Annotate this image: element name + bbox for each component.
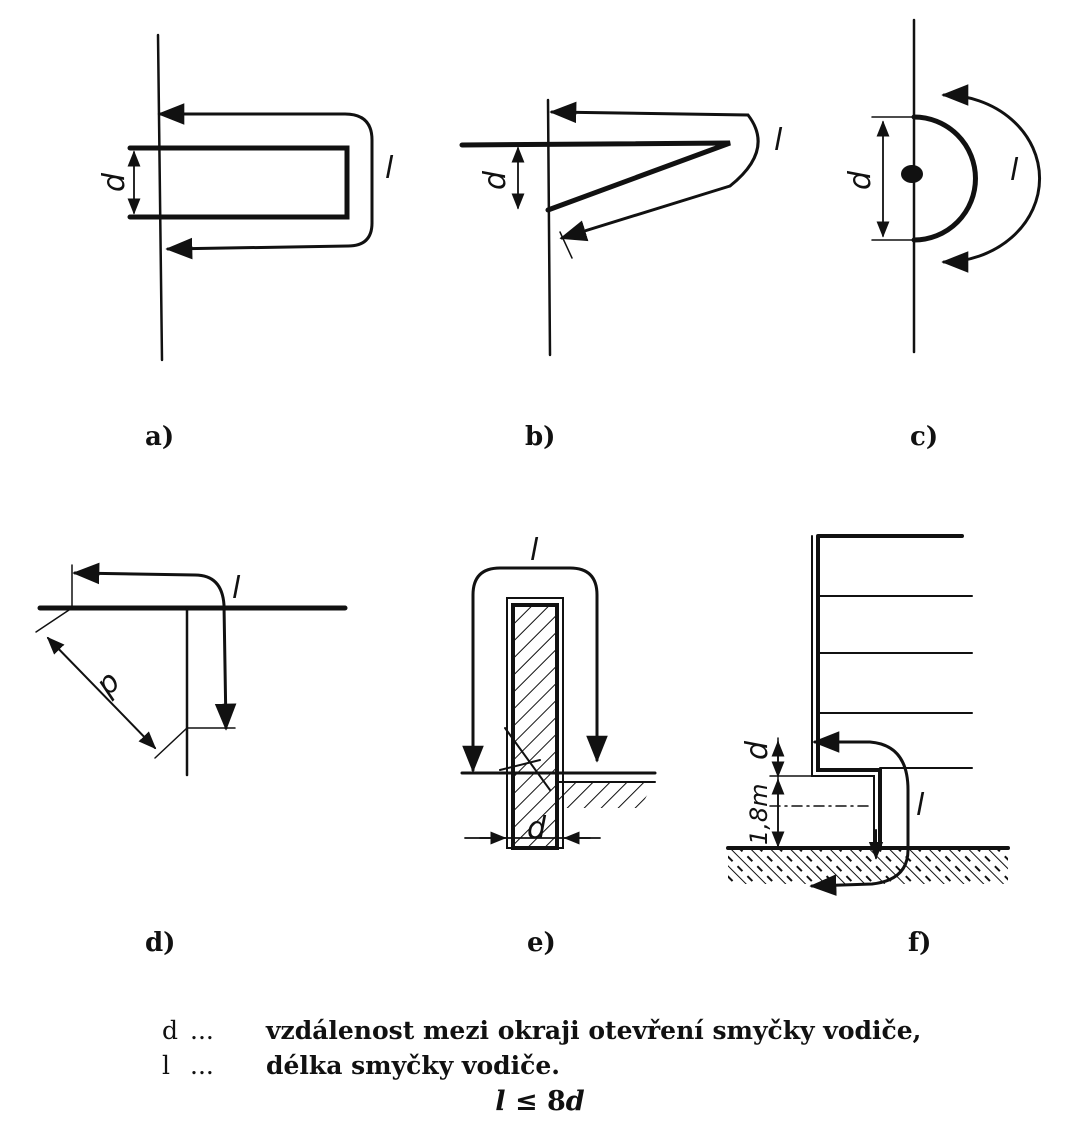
panel-e-hatched-ground [557, 782, 650, 808]
panel-b-wall [546, 98, 552, 357]
panel-d-dim-line [46, 636, 157, 750]
panel-b-wire-tail [559, 231, 573, 259]
panel-d-l-label: l [232, 571, 241, 606]
panel-e-d-label: d [527, 811, 547, 846]
legend-dots: ... [190, 1016, 214, 1045]
panel-a-drawing [127, 33, 374, 362]
legend-text: délka smyčky vodiče. [266, 1051, 560, 1080]
panel-b-loop-path-lower [559, 184, 732, 242]
caption-f: f) [908, 928, 932, 958]
panel-b-wedge [459, 140, 731, 213]
panel-c-drawing [871, 18, 1041, 354]
legend-symbol: d [162, 1016, 179, 1045]
legend-text: vzdálenost mezi okraji otevření smyčky v… [266, 1016, 922, 1045]
panel-b-l-label: l [774, 123, 783, 158]
panel-f-d-label: d [740, 740, 775, 760]
panel-a-loop-path [157, 103, 374, 225]
panel-d-d-label: d [90, 666, 129, 705]
formula-lhs: l [495, 1086, 506, 1117]
panel-f-loop-path [809, 740, 910, 896]
panel-b-drawing [459, 98, 760, 357]
panel-f-height-label: 1,8m [745, 783, 773, 845]
caption-e: e) [527, 928, 556, 958]
formula: l ≤ 8d [0, 1086, 1080, 1117]
caption-b: b) [525, 422, 556, 452]
panel-a-opening [127, 145, 350, 220]
panel-d-drawing [35, 562, 348, 777]
panel-c-semicircle [911, 114, 978, 243]
panel-f-drawing [726, 534, 1010, 896]
panel-a-wall [156, 33, 164, 362]
panel-f-wall-outline [816, 534, 964, 850]
formula-rhs-var: d [565, 1086, 585, 1117]
panel-a-l-label: l [385, 151, 394, 186]
panel-b-d-label: d [478, 170, 513, 190]
panel-e-drawing [460, 566, 657, 850]
panel-e-l-label: l [530, 533, 539, 568]
caption-d: d) [145, 928, 176, 958]
panel-c-loop-path [941, 84, 1041, 273]
panel-a-loop-path-lower [165, 221, 374, 260]
legend-line-l: l... délka smyčky vodiče. [162, 1051, 560, 1080]
caption-a: a) [145, 422, 175, 452]
panel-f-l-label: l [916, 788, 925, 823]
panel-c-d-label: d [843, 170, 878, 190]
caption-c: c) [910, 422, 939, 452]
panel-a-d-label: d [97, 172, 132, 192]
legend-dots: ... [190, 1051, 214, 1080]
panel-b-loop-path [549, 101, 760, 188]
panel-c-l-label: l [1010, 153, 1019, 188]
legend-symbol: l [162, 1051, 170, 1080]
panel-d-loop-path [72, 562, 237, 731]
panel-c-conductor [901, 165, 923, 183]
panel-e-loop-path [462, 566, 608, 773]
formula-rhs-num: 8 [547, 1086, 566, 1117]
formula-op: ≤ [514, 1086, 538, 1117]
legend-line-d: d... vzdálenost mezi okraji otevření smyč… [162, 1016, 921, 1045]
panel-f-hatched-ground [728, 846, 1008, 884]
